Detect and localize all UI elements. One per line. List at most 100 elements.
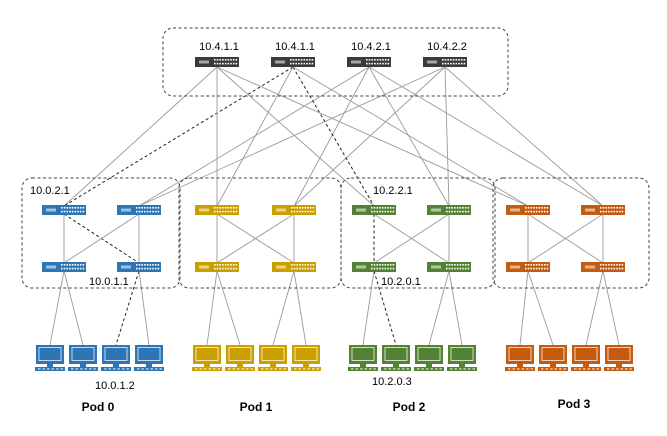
switch-port xyxy=(444,59,447,61)
link-line xyxy=(138,66,370,207)
switch-indicator xyxy=(276,208,286,212)
switch-port xyxy=(308,59,311,61)
link-line xyxy=(368,66,604,207)
keyboard-key xyxy=(208,368,211,370)
pod2-aggr-ip-label: 10.2.2.1 xyxy=(373,185,413,197)
monitor-screen xyxy=(71,347,95,361)
switch-port xyxy=(304,210,307,213)
switch-port xyxy=(296,207,298,209)
link-line xyxy=(206,270,218,346)
network-switch-icon xyxy=(423,57,467,67)
pod2-host-ip-label: 10.2.0.3 xyxy=(372,376,412,388)
keyboard-key xyxy=(283,368,286,370)
keyboard-key xyxy=(620,368,623,370)
switch-port xyxy=(376,62,379,65)
switch-port xyxy=(535,267,538,270)
keyboard-key xyxy=(364,368,367,370)
monitor-stand xyxy=(113,364,119,367)
switch-port xyxy=(392,207,395,209)
switch-port xyxy=(235,264,238,266)
switch-port xyxy=(138,264,141,266)
switch-port xyxy=(69,207,71,209)
keyboard xyxy=(192,367,222,371)
network-switch-icon xyxy=(347,57,391,67)
switch-port xyxy=(77,207,79,209)
switch-port xyxy=(373,210,376,213)
switch-port xyxy=(371,267,373,270)
switch-port xyxy=(538,207,541,209)
switch-port xyxy=(141,207,143,209)
switch-port xyxy=(527,267,530,270)
switch-port xyxy=(608,264,610,266)
switch-port xyxy=(392,264,395,266)
switch-port xyxy=(69,267,71,270)
switch-port xyxy=(382,62,384,65)
switch-port xyxy=(450,62,452,65)
switch-port xyxy=(304,267,307,270)
switch-port xyxy=(300,59,303,61)
switch-port xyxy=(232,210,235,213)
switch-port xyxy=(389,207,392,209)
switch-port xyxy=(79,210,82,213)
switch-port xyxy=(376,264,378,266)
switch-port xyxy=(373,207,376,209)
switch-port xyxy=(66,264,68,266)
switch-port xyxy=(600,264,602,266)
switch-port xyxy=(451,207,453,209)
switch-port xyxy=(467,210,470,213)
monitor-screen xyxy=(417,347,441,361)
switch-port xyxy=(387,264,389,266)
switch-port xyxy=(454,267,456,270)
switch-port xyxy=(605,267,607,270)
monitor-stand xyxy=(80,364,86,367)
switch-port xyxy=(235,62,238,65)
switch-port xyxy=(535,207,538,209)
switch-port xyxy=(371,210,373,213)
switch-port xyxy=(232,264,235,266)
switch-port xyxy=(224,267,227,270)
switch-port xyxy=(152,207,154,209)
switch-port xyxy=(214,207,216,209)
switch-port xyxy=(66,267,68,270)
monitor-screen xyxy=(294,347,318,361)
keyboard-key xyxy=(113,368,116,370)
pod-box xyxy=(340,177,496,289)
switch-port xyxy=(224,207,227,209)
switch-port xyxy=(306,59,308,61)
keyboard-key xyxy=(237,368,240,370)
switch-port xyxy=(63,267,66,270)
switch-port xyxy=(224,59,227,61)
switch-port xyxy=(154,207,157,209)
monitor-stand xyxy=(583,364,589,367)
monitor-screen xyxy=(351,347,375,361)
keyboard-key xyxy=(578,368,581,370)
switch-port xyxy=(613,210,616,213)
network-switch-icon xyxy=(506,205,550,215)
link-line xyxy=(138,270,150,346)
switch-port xyxy=(387,62,390,65)
switch-port xyxy=(61,207,63,209)
switch-port xyxy=(458,59,460,61)
keyboard-key xyxy=(463,368,466,370)
keyboard-key xyxy=(303,368,306,370)
switch-port xyxy=(371,207,373,209)
switch-port xyxy=(535,264,538,266)
switch-port xyxy=(216,59,219,61)
switch-port xyxy=(538,264,541,266)
switch-port xyxy=(138,210,141,213)
monitor-stand xyxy=(204,364,210,367)
switch-port xyxy=(138,267,141,270)
switch-port xyxy=(608,267,610,270)
switch-port xyxy=(618,267,621,270)
link-line xyxy=(216,213,295,264)
switch-port xyxy=(71,267,74,270)
switch-body xyxy=(195,205,239,215)
keyboard-key xyxy=(512,368,515,370)
keyboard xyxy=(348,367,378,371)
keyboard-key xyxy=(426,368,429,370)
switch-port xyxy=(224,264,227,266)
keyboard-key xyxy=(265,368,268,370)
monitor-stand xyxy=(360,364,366,367)
switch-port xyxy=(451,264,453,266)
switch-port xyxy=(458,62,460,65)
